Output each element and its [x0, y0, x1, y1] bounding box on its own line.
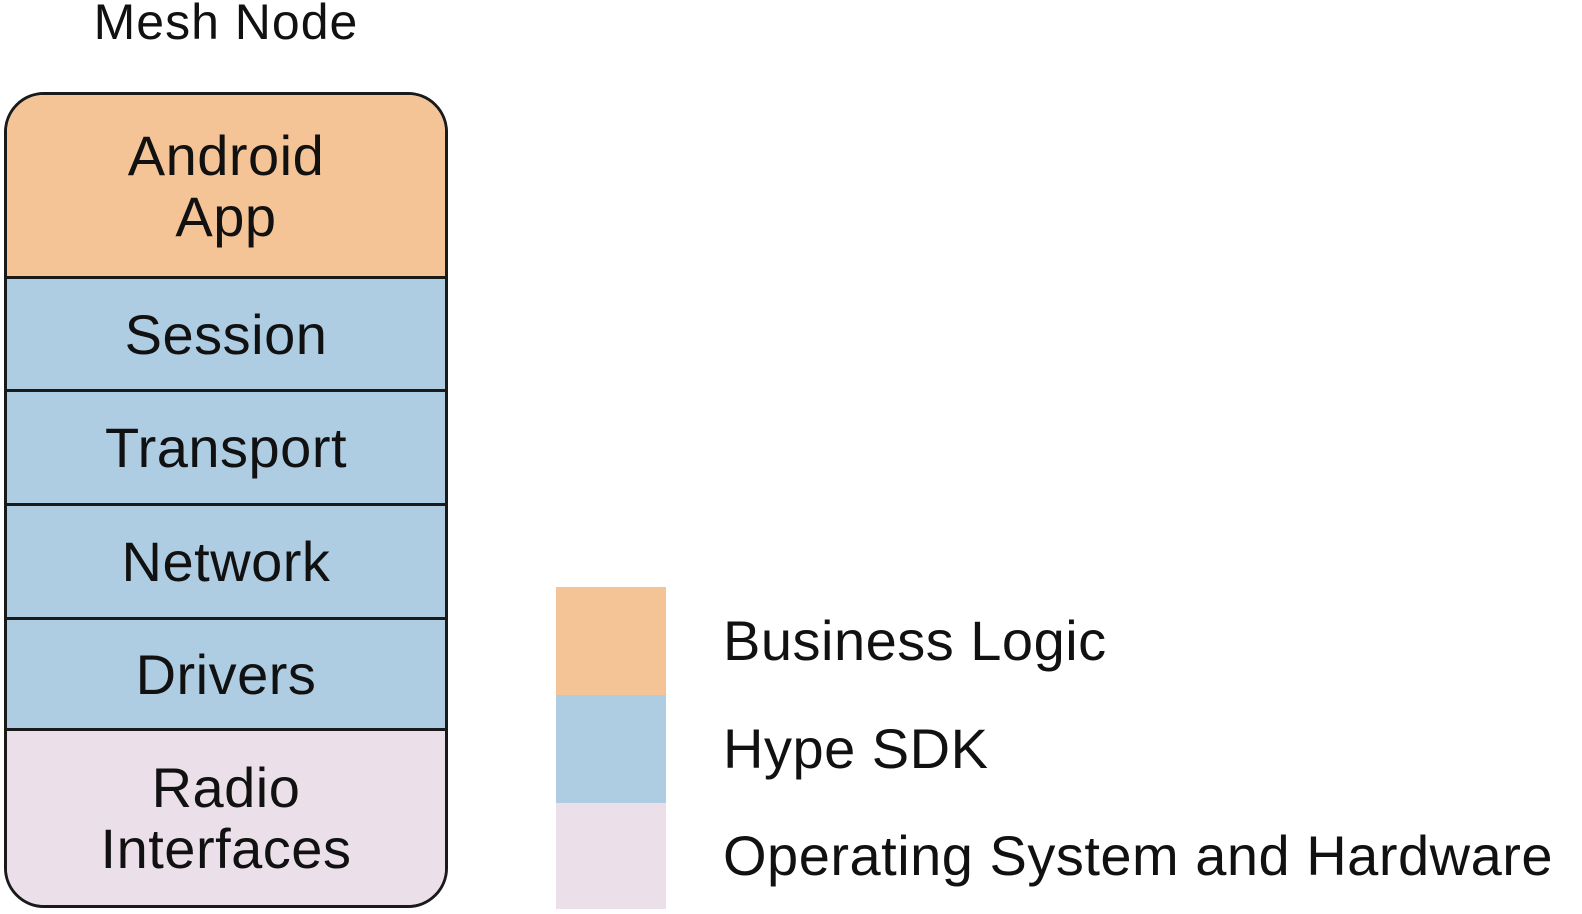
legend-item-business-logic: Business Logic	[556, 587, 1553, 695]
diagram-title: Mesh Node	[93, 0, 359, 50]
layer-session: Session	[7, 276, 445, 389]
layer-radio-interfaces: Radio Interfaces	[7, 728, 445, 905]
layer-label: Network	[121, 530, 331, 593]
legend-swatch-os-hardware	[556, 803, 666, 909]
layer-android-app: Android App	[7, 95, 445, 276]
layer-label: Transport	[104, 416, 348, 479]
legend-item-os-hardware: Operating System and Hardware	[556, 803, 1553, 909]
legend: Business Logic Hype SDK Operating System…	[556, 587, 1553, 909]
layer-label: Radio Interfaces	[100, 756, 352, 880]
legend-label: Business Logic	[723, 609, 1107, 672]
legend-item-hype-sdk: Hype SDK	[556, 695, 1553, 803]
legend-swatch-business-logic	[556, 587, 666, 695]
layer-drivers: Drivers	[7, 617, 445, 728]
legend-label: Hype SDK	[723, 717, 989, 780]
layer-network: Network	[7, 503, 445, 617]
layer-label: Android App	[127, 123, 325, 248]
layer-label: Session	[124, 302, 328, 366]
layer-label: Drivers	[135, 642, 317, 706]
legend-label: Operating System and Hardware	[723, 824, 1553, 887]
layer-transport: Transport	[7, 389, 445, 503]
mesh-node-stack: Android App Session Transport Network Dr…	[4, 92, 448, 908]
legend-swatch-hype-sdk	[556, 695, 666, 803]
